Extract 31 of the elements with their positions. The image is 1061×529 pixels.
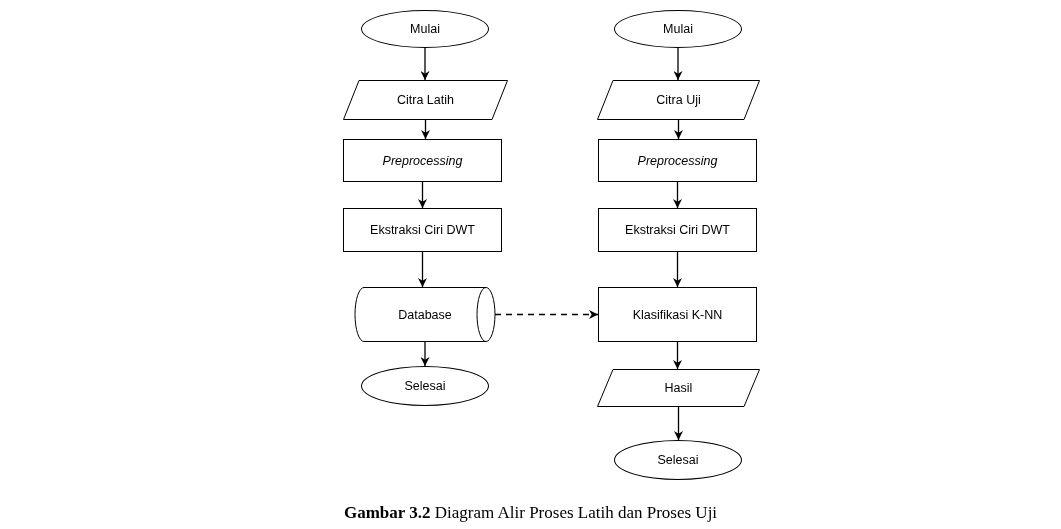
arrow bbox=[673, 181, 682, 209]
node-label: Klasifikasi K-NN bbox=[632, 307, 723, 322]
arrow bbox=[421, 119, 430, 140]
arrow bbox=[420, 47, 430, 81]
node-label: Ekstraksi Ciri DWT bbox=[370, 223, 475, 237]
arrow bbox=[418, 251, 427, 288]
arrow bbox=[673, 251, 682, 288]
node-label: Mulai bbox=[663, 22, 693, 36]
process-box bbox=[343, 208, 502, 252]
arrow bbox=[674, 406, 683, 441]
node-label: Citra Uji bbox=[656, 93, 701, 107]
figure-caption: Gambar 3.2 Diagram Alir Proses Latih dan Proses Uji bbox=[343, 503, 718, 522]
node-label: Selesai bbox=[657, 453, 699, 467]
node-label: Citra Latih bbox=[397, 93, 454, 107]
arrow bbox=[673, 47, 683, 81]
node-label: Preprocessing bbox=[637, 153, 718, 168]
node-label: Database bbox=[398, 307, 452, 322]
node-label: Hasil bbox=[664, 381, 693, 395]
arrow bbox=[420, 341, 430, 367]
arrow bbox=[673, 341, 682, 370]
node-label: Selesai bbox=[404, 379, 446, 393]
arrow bbox=[674, 119, 683, 140]
process-box bbox=[343, 139, 502, 182]
node-label: Preprocessing bbox=[382, 153, 463, 168]
process-box bbox=[598, 287, 757, 342]
process-box bbox=[598, 208, 757, 252]
node-label: Ekstraksi Ciri DWT bbox=[625, 223, 730, 237]
process-box bbox=[598, 139, 757, 182]
node-label: Mulai bbox=[410, 22, 440, 36]
arrow bbox=[494, 310, 599, 319]
arrow bbox=[418, 181, 427, 209]
